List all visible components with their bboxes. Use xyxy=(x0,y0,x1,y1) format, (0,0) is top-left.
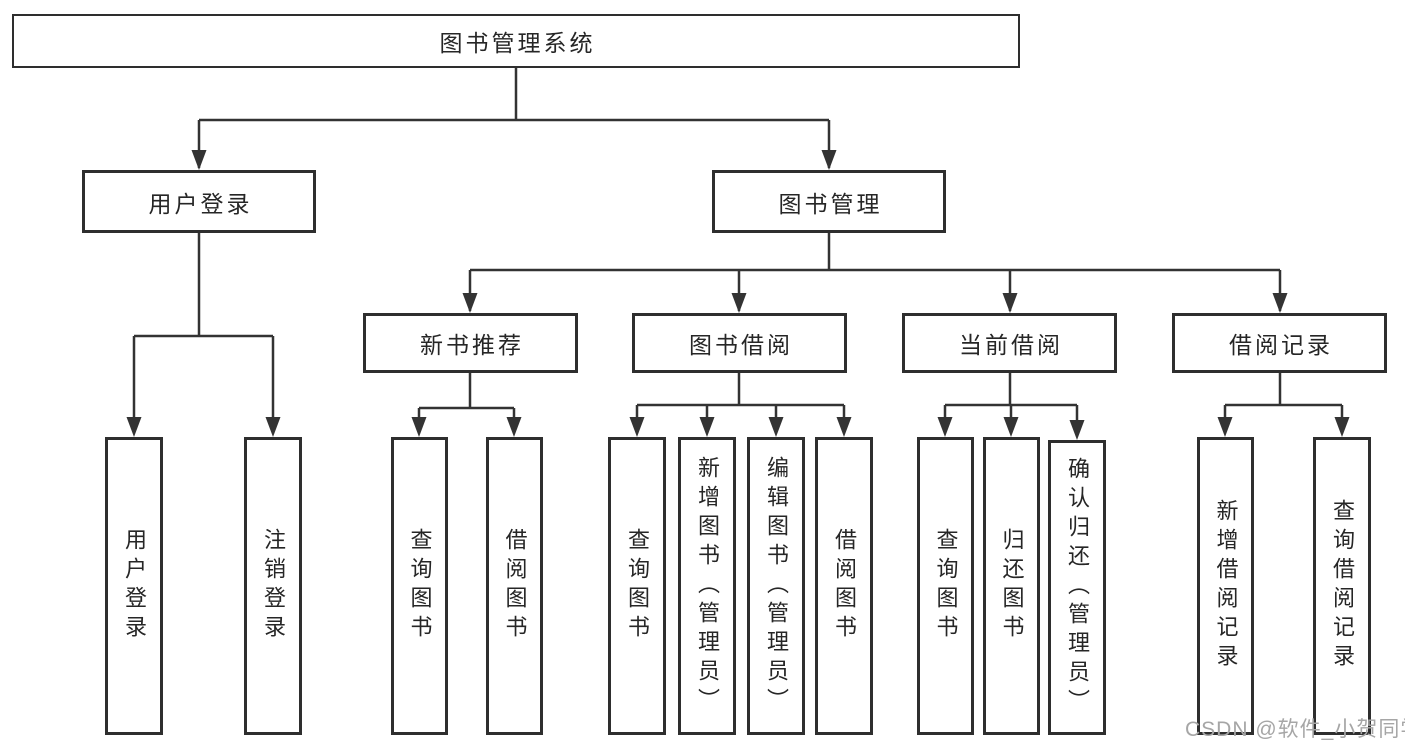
node-label: 借阅记录 xyxy=(1229,332,1333,358)
node-label: 图书管理系统 xyxy=(439,30,596,56)
node-label: 注销登录 xyxy=(261,528,286,644)
node-book-management: 图书管理 xyxy=(712,170,946,233)
node-label: 借阅图书 xyxy=(832,528,857,644)
arrow-down-icon xyxy=(191,150,207,170)
arrow-down-icon xyxy=(462,293,478,313)
leaf-borrow-books: 借阅图书 xyxy=(815,437,873,735)
arrow-down-icon xyxy=(821,150,837,170)
arrow-down-icon xyxy=(836,417,852,437)
node-label: 编辑图书（管理员） xyxy=(764,455,789,717)
leaf-query-books-borrowing: 查询图书 xyxy=(608,437,666,735)
node-new-book-recommendation: 新书推荐 xyxy=(363,313,578,373)
arrow-down-icon xyxy=(731,293,747,313)
arrow-down-icon xyxy=(1069,420,1085,440)
arrow-down-icon xyxy=(937,417,953,437)
node-label: 归还图书 xyxy=(999,528,1025,644)
node-label: 用户登录 xyxy=(148,190,253,217)
arrow-down-icon xyxy=(768,417,784,437)
arrow-down-icon xyxy=(1272,293,1288,313)
leaf-edit-books-admin: 编辑图书（管理员） xyxy=(747,437,805,735)
connector-path xyxy=(132,68,1344,436)
leaf-add-books-admin: 新增图书（管理员） xyxy=(678,437,736,735)
node-label: 新增图书（管理员） xyxy=(695,455,720,717)
leaf-add-borrow-record: 新增借阅记录 xyxy=(1197,437,1254,735)
leaf-logout: 注销登录 xyxy=(244,437,302,735)
leaf-confirm-return-admin: 确认归还（管理员） xyxy=(1048,440,1106,735)
node-label: 查询借阅记录 xyxy=(1330,499,1355,673)
arrow-down-icon xyxy=(126,417,142,437)
node-library-management-system: 图书管理系统 xyxy=(12,14,1020,68)
node-label: 图书借阅 xyxy=(689,332,793,358)
leaf-return-books: 归还图书 xyxy=(983,437,1040,735)
leaf-query-books-recommend: 查询图书 xyxy=(391,437,448,735)
node-label: 图书管理 xyxy=(778,190,883,217)
node-user-login-branch: 用户登录 xyxy=(82,170,316,233)
node-label: 用户登录 xyxy=(122,528,147,644)
leaf-user-login: 用户登录 xyxy=(105,437,163,735)
arrowheads xyxy=(126,150,1350,440)
leaf-query-borrow-record: 查询借阅记录 xyxy=(1313,437,1371,735)
node-label: 确认归还（管理员） xyxy=(1065,457,1090,718)
arrow-down-icon xyxy=(1334,417,1350,437)
node-book-borrowing: 图书借阅 xyxy=(632,313,847,373)
node-label: 查询图书 xyxy=(625,528,650,644)
node-label: 借阅图书 xyxy=(502,528,528,644)
arrow-down-icon xyxy=(506,417,522,437)
arrow-down-icon xyxy=(411,417,427,437)
node-current-borrowing: 当前借阅 xyxy=(902,313,1117,373)
csdn-watermark: CSDN @软件_小贺同学 xyxy=(1185,718,1405,741)
node-label: 新书推荐 xyxy=(420,332,524,358)
leaf-borrow-books-recommend: 借阅图书 xyxy=(486,437,543,735)
node-label: 查询图书 xyxy=(933,528,959,644)
arrow-down-icon xyxy=(1003,417,1019,437)
arrow-down-icon xyxy=(629,417,645,437)
node-borrowing-records: 借阅记录 xyxy=(1172,313,1387,373)
arrow-down-icon xyxy=(699,417,715,437)
leaf-query-books-current: 查询图书 xyxy=(917,437,974,735)
arrow-down-icon xyxy=(265,417,281,437)
node-label: 查询图书 xyxy=(407,528,433,644)
node-label: 当前借阅 xyxy=(959,332,1063,358)
arrow-down-icon xyxy=(1217,417,1233,437)
node-label: 新增借阅记录 xyxy=(1213,499,1239,673)
arrow-down-icon xyxy=(1002,293,1018,313)
